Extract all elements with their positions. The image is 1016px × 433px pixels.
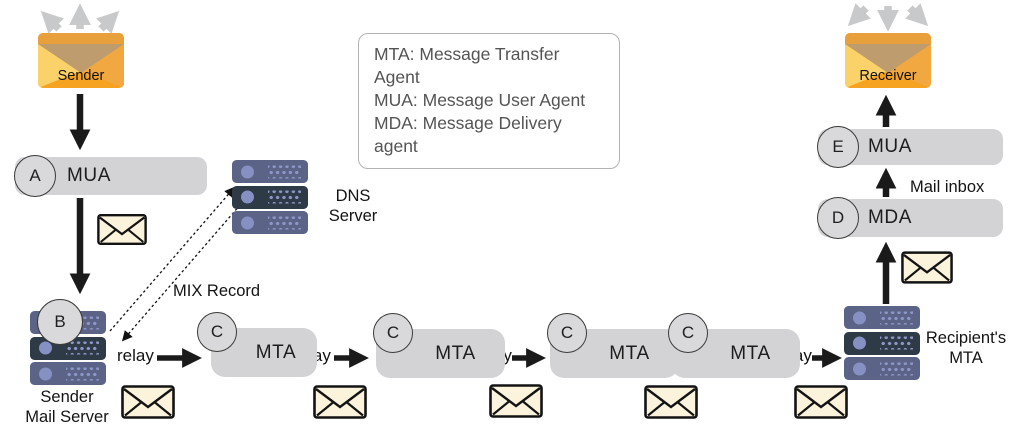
node-mua-receiver: E MUA: [817, 126, 1003, 168]
node-mua-sender: A MUA: [14, 155, 207, 197]
mix-record-label: MIX Record: [173, 282, 261, 300]
mail-inbox-label: Mail inbox: [910, 178, 985, 196]
legend-line-mua: MUA: Message User Agent: [374, 90, 586, 110]
mail-message-icon: [489, 384, 543, 423]
sender-mail-server-label: Sender Mail Server: [25, 388, 109, 426]
sender-label: Sender: [57, 68, 105, 84]
receiver-broadcast-arrows-icon: [847, 3, 929, 32]
node-mta-1: C MTA: [197, 312, 317, 377]
legend-line-mta: MTA: Message Transfer Agent: [374, 44, 560, 87]
node-mta-4-label: MTA: [730, 342, 771, 364]
relay-label-1: relay: [117, 346, 154, 365]
badge-c-1: C: [197, 312, 237, 352]
mail-message-icon: [121, 385, 175, 424]
badge-c-2: C: [373, 313, 413, 353]
node-mta-2-label: MTA: [435, 342, 476, 364]
dns-lookup-arrows: [109, 186, 248, 342]
badge-d: D: [817, 197, 859, 239]
badge-c-4: C: [668, 313, 708, 353]
recipient-mta-server-icon: [844, 306, 920, 380]
node-mua-sender-label: MUA: [67, 165, 112, 186]
badge-e: E: [817, 126, 859, 168]
node-mta-3-label: MTA: [609, 342, 650, 364]
mail-message-icon: [794, 385, 848, 424]
node-mta-1-label: MTA: [255, 341, 297, 363]
sender-broadcast-arrows-icon: [40, 3, 120, 34]
badge-a: A: [14, 155, 56, 197]
recipient-mta-label: Recipient's MTA: [925, 329, 1007, 367]
node-mta-3: C MTA: [547, 313, 679, 378]
node-mta-4: C MTA: [668, 313, 800, 378]
orange-envelope-graphic: [845, 33, 931, 88]
node-mda: D MDA: [817, 197, 1003, 239]
dns-server-label: DNS Server: [328, 187, 378, 225]
legend-line-mda: MDA: Message Delivery agent: [374, 113, 562, 156]
mail-message-icon: [644, 385, 698, 424]
dns-server-icon: [232, 160, 308, 234]
node-mda-label: MDA: [868, 207, 913, 228]
mail-message-icon: [901, 251, 953, 289]
legend-box: MTA: Message Transfer Agent MUA: Message…: [358, 33, 620, 169]
receiver-envelope-icon: Receiver: [845, 33, 931, 88]
badge-b: B: [37, 299, 83, 345]
node-mta-2: C MTA: [373, 313, 505, 378]
badge-c-3: C: [547, 313, 587, 353]
orange-envelope-graphic: [38, 33, 124, 88]
mail-message-icon: [97, 213, 147, 251]
node-mua-receiver-label: MUA: [868, 136, 913, 157]
sender-envelope-icon: Sender: [38, 33, 124, 88]
mail-message-icon: [313, 385, 367, 424]
receiver-label: Receiver: [859, 68, 917, 84]
